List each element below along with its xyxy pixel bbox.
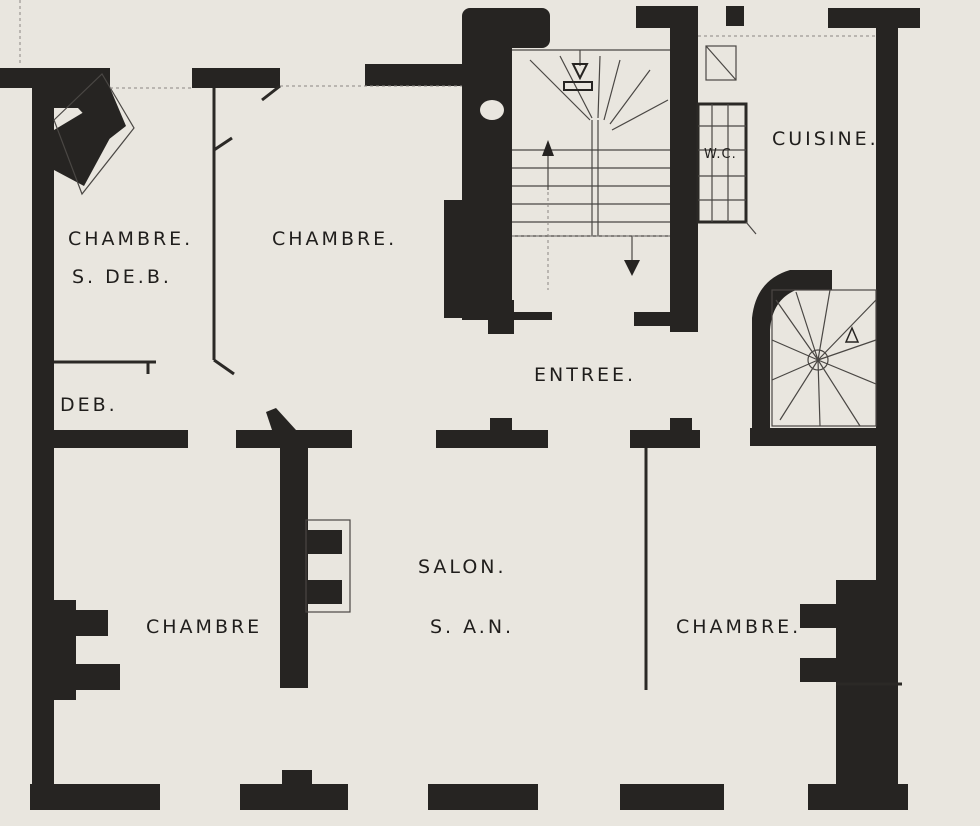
spiral-up-arrow-icon	[844, 326, 860, 343]
guide-lines	[19, 0, 670, 237]
label-chambre-top: CHAMBRE.	[272, 228, 398, 250]
corner-fireplace	[53, 73, 135, 196]
label-chambre-sdb-2: S. DE.B.	[72, 266, 172, 288]
wc-room	[696, 35, 876, 235]
down-arrow-top-icon	[571, 63, 589, 81]
label-deb: DEB.	[60, 394, 118, 416]
up-arrow-icon	[542, 140, 554, 156]
label-cuisine: CUISINE.	[772, 128, 879, 150]
label-wc: W.C.	[704, 147, 737, 162]
main-staircase	[512, 49, 670, 290]
spiral-staircase	[750, 270, 878, 446]
label-chambre-bottom-left: CHAMBRE	[146, 616, 263, 638]
label-salon: SALON.	[418, 556, 507, 578]
interior-walls	[54, 84, 902, 786]
down-arrow-icon	[624, 260, 640, 276]
stair-core	[444, 20, 698, 334]
label-chambre-bottom-right: CHAMBRE.	[676, 616, 802, 638]
label-entree: ENTREE.	[534, 364, 637, 386]
label-salon-sub: S. A.N.	[430, 616, 515, 638]
label-chambre-sdb-1: CHAMBRE.	[68, 228, 194, 250]
